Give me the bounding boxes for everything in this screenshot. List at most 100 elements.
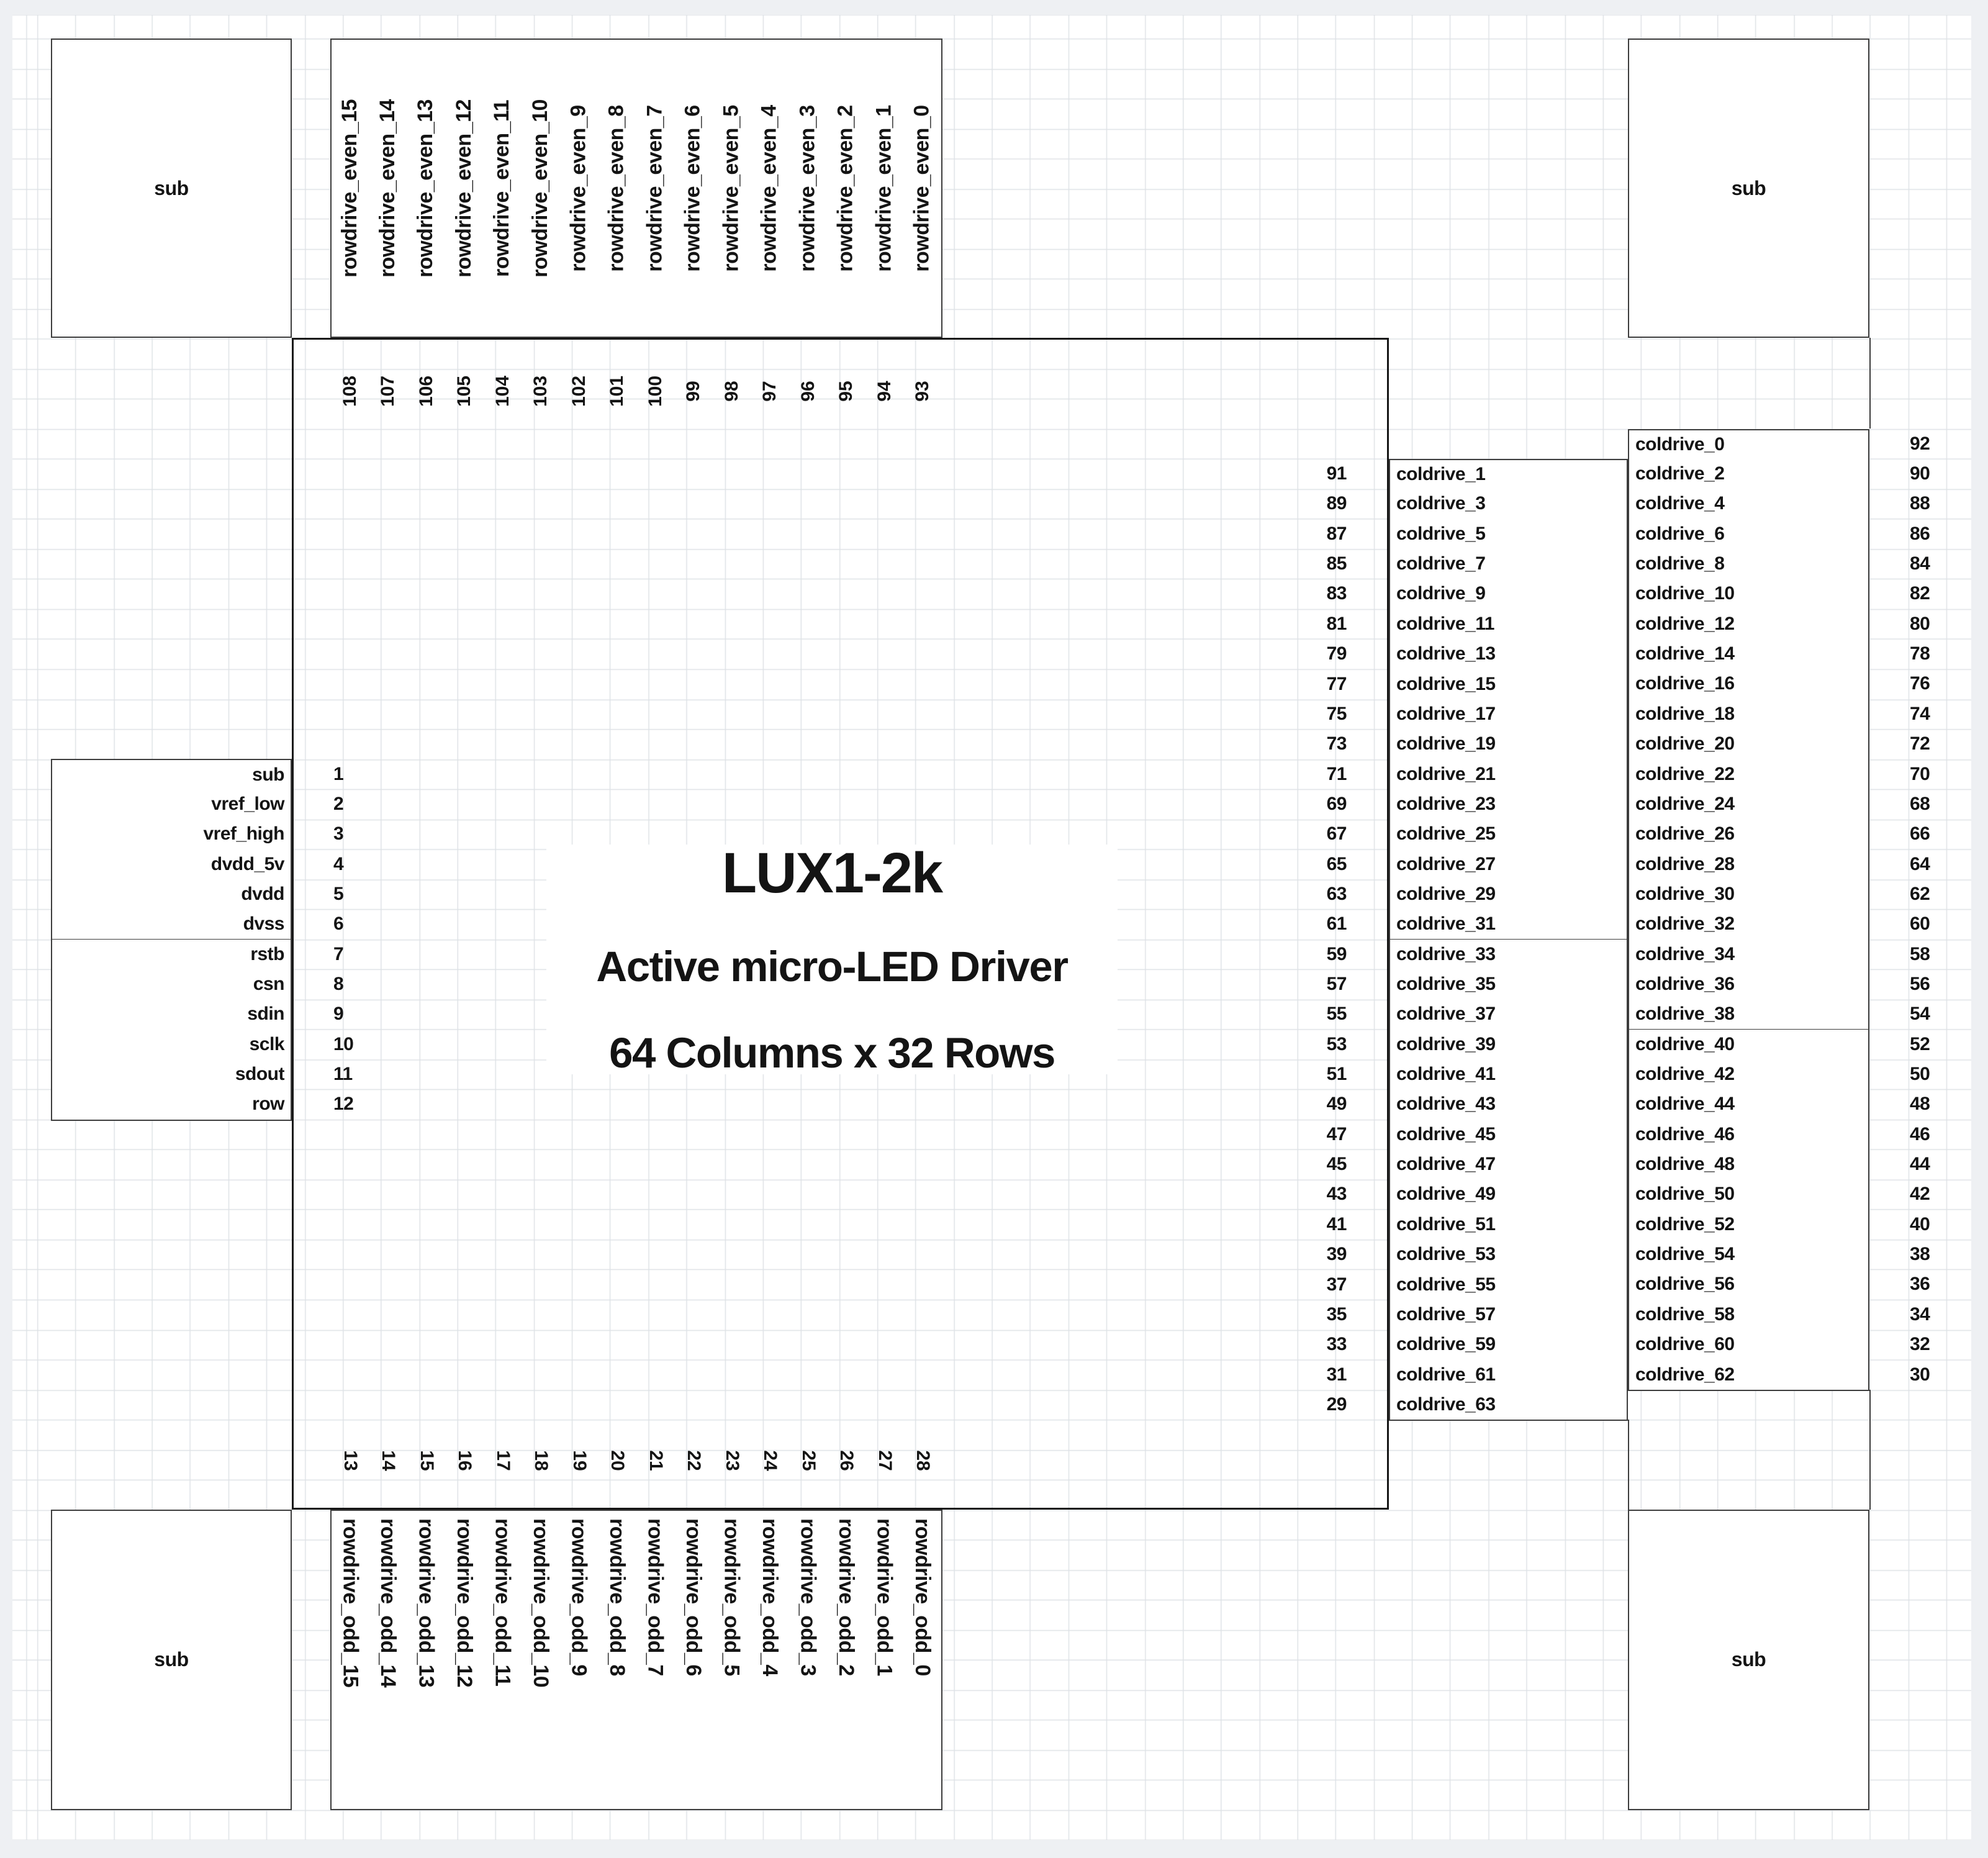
top-pin-label-cell[interactable]: rowdrive_even_13 xyxy=(407,39,446,338)
coldrive-odd-label-cell[interactable]: coldrive_5 xyxy=(1389,519,1628,550)
coldrive-even-label-cell[interactable]: coldrive_60 xyxy=(1628,1330,1869,1361)
coldrive-odd-label-cell[interactable]: coldrive_23 xyxy=(1389,789,1628,821)
coldrive-odd-label-cell[interactable]: coldrive_51 xyxy=(1389,1209,1628,1241)
coldrive-even-label-cell[interactable]: coldrive_54 xyxy=(1628,1239,1869,1271)
sub-box-top-right[interactable]: sub xyxy=(1628,39,1869,338)
coldrive-odd-label-cell[interactable]: coldrive_9 xyxy=(1389,579,1628,610)
coldrive-even-label-cell[interactable]: coldrive_44 xyxy=(1628,1089,1869,1121)
top-pin-label-cell[interactable]: rowdrive_even_7 xyxy=(636,39,675,338)
coldrive-odd-label-cell[interactable]: coldrive_3 xyxy=(1389,489,1628,520)
coldrive-even-label-cell[interactable]: coldrive_22 xyxy=(1628,759,1869,791)
left-pin-label-cell[interactable]: sdout xyxy=(51,1059,292,1091)
coldrive-even-label-cell[interactable]: coldrive_48 xyxy=(1628,1149,1869,1181)
coldrive-even-label-cell[interactable]: coldrive_30 xyxy=(1628,879,1869,911)
coldrive-even-label-cell[interactable]: coldrive_4 xyxy=(1628,489,1869,520)
top-pin-label-cell[interactable]: rowdrive_even_15 xyxy=(330,39,370,338)
coldrive-odd-label-cell[interactable]: coldrive_29 xyxy=(1389,879,1628,911)
coldrive-odd-label-cell[interactable]: coldrive_63 xyxy=(1389,1389,1628,1421)
bottom-pin-label-cell[interactable]: rowdrive_odd_5 xyxy=(712,1510,752,1810)
coldrive-odd-label-cell[interactable]: coldrive_19 xyxy=(1389,729,1628,761)
bottom-pin-label-cell[interactable]: rowdrive_odd_8 xyxy=(597,1510,637,1810)
bottom-pin-label-cell[interactable]: rowdrive_odd_3 xyxy=(788,1510,828,1810)
coldrive-even-label-cell[interactable]: coldrive_16 xyxy=(1628,669,1869,700)
top-pin-label-cell[interactable]: rowdrive_even_11 xyxy=(483,39,523,338)
left-pin-label-cell[interactable]: csn xyxy=(51,969,292,1001)
coldrive-odd-label-cell[interactable]: coldrive_33 xyxy=(1389,939,1628,971)
top-pin-label-cell[interactable]: rowdrive_even_10 xyxy=(521,39,561,338)
coldrive-even-label-cell[interactable]: coldrive_32 xyxy=(1628,909,1869,941)
left-pin-label-cell[interactable]: sub xyxy=(51,759,292,791)
bottom-pin-label-cell[interactable]: rowdrive_odd_15 xyxy=(330,1510,370,1810)
left-pin-label-cell[interactable]: dvss xyxy=(51,909,292,941)
left-pin-label-cell[interactable]: rstb xyxy=(51,939,292,971)
top-pin-label-cell[interactable]: rowdrive_even_2 xyxy=(826,39,866,338)
coldrive-odd-label-cell[interactable]: coldrive_57 xyxy=(1389,1299,1628,1331)
coldrive-odd-label-cell[interactable]: coldrive_39 xyxy=(1389,1029,1628,1061)
coldrive-odd-label-cell[interactable]: coldrive_7 xyxy=(1389,548,1628,581)
left-pin-label-cell[interactable]: vref_low xyxy=(51,789,292,821)
bottom-pin-label-cell[interactable]: rowdrive_odd_10 xyxy=(521,1510,561,1810)
coldrive-even-label-cell[interactable]: coldrive_6 xyxy=(1628,519,1869,550)
top-pin-label-cell[interactable]: rowdrive_even_12 xyxy=(445,39,484,338)
coldrive-even-label-cell[interactable]: coldrive_40 xyxy=(1628,1029,1869,1061)
top-pin-label-cell[interactable]: rowdrive_even_0 xyxy=(903,39,942,338)
bottom-pin-label-cell[interactable]: rowdrive_odd_0 xyxy=(903,1510,942,1810)
top-pin-label-cell[interactable]: rowdrive_even_5 xyxy=(712,39,752,338)
coldrive-odd-label-cell[interactable]: coldrive_61 xyxy=(1389,1359,1628,1391)
bottom-pin-label-cell[interactable]: rowdrive_odd_9 xyxy=(559,1510,599,1810)
left-pin-label-cell[interactable]: dvdd xyxy=(51,879,292,911)
coldrive-even-label-cell[interactable]: coldrive_28 xyxy=(1628,849,1869,881)
coldrive-odd-label-cell[interactable]: coldrive_21 xyxy=(1389,759,1628,791)
coldrive-odd-label-cell[interactable]: coldrive_27 xyxy=(1389,849,1628,881)
left-pin-label-cell[interactable]: sclk xyxy=(51,1029,292,1061)
sub-box-bottom-left[interactable]: sub xyxy=(51,1510,292,1810)
chip-title-block[interactable]: LUX1-2k Active micro-LED Driver 64 Colum… xyxy=(546,845,1118,1074)
coldrive-odd-label-cell[interactable]: coldrive_31 xyxy=(1389,909,1628,941)
coldrive-odd-label-cell[interactable]: coldrive_41 xyxy=(1389,1059,1628,1091)
top-pin-label-cell[interactable]: rowdrive_even_14 xyxy=(368,39,408,338)
coldrive-even-label-cell[interactable]: coldrive_34 xyxy=(1628,939,1869,971)
bottom-pin-label-cell[interactable]: rowdrive_odd_12 xyxy=(445,1510,484,1810)
top-pin-label-cell[interactable]: rowdrive_even_6 xyxy=(674,39,713,338)
coldrive-even-label-cell[interactable]: coldrive_10 xyxy=(1628,579,1869,610)
sub-box-top-left[interactable]: sub xyxy=(51,39,292,338)
coldrive-even-label-cell[interactable]: coldrive_20 xyxy=(1628,729,1869,761)
coldrive-even-label-cell[interactable]: coldrive_24 xyxy=(1628,789,1869,821)
bottom-pin-label-cell[interactable]: rowdrive_odd_14 xyxy=(368,1510,408,1810)
top-pin-label-cell[interactable]: rowdrive_even_3 xyxy=(788,39,828,338)
left-pin-label-cell[interactable]: row xyxy=(51,1089,292,1121)
coldrive-odd-label-cell[interactable]: coldrive_59 xyxy=(1389,1330,1628,1361)
coldrive-even-label-cell[interactable]: coldrive_18 xyxy=(1628,699,1869,730)
coldrive-odd-label-cell[interactable]: coldrive_47 xyxy=(1389,1149,1628,1181)
coldrive-odd-label-cell[interactable]: coldrive_43 xyxy=(1389,1089,1628,1121)
coldrive-odd-label-cell[interactable]: coldrive_49 xyxy=(1389,1179,1628,1211)
bottom-pin-label-cell[interactable]: rowdrive_odd_13 xyxy=(407,1510,446,1810)
coldrive-odd-label-cell[interactable]: coldrive_53 xyxy=(1389,1239,1628,1271)
coldrive-odd-label-cell[interactable]: coldrive_25 xyxy=(1389,819,1628,851)
bottom-pin-label-cell[interactable]: rowdrive_odd_1 xyxy=(865,1510,905,1810)
coldrive-odd-label-cell[interactable]: coldrive_11 xyxy=(1389,609,1628,640)
coldrive-even-label-cell[interactable]: coldrive_58 xyxy=(1628,1299,1869,1331)
coldrive-odd-label-cell[interactable]: coldrive_55 xyxy=(1389,1269,1628,1301)
coldrive-even-label-cell[interactable]: coldrive_8 xyxy=(1628,548,1869,581)
sub-box-bottom-right[interactable]: sub xyxy=(1628,1510,1869,1810)
coldrive-odd-label-cell[interactable]: coldrive_17 xyxy=(1389,699,1628,731)
coldrive-even-label-cell[interactable]: coldrive_42 xyxy=(1628,1059,1869,1091)
bottom-pin-label-cell[interactable]: rowdrive_odd_4 xyxy=(750,1510,790,1810)
coldrive-odd-label-cell[interactable]: coldrive_1 xyxy=(1389,458,1628,491)
coldrive-even-label-cell[interactable]: coldrive_12 xyxy=(1628,609,1869,640)
left-pin-label-cell[interactable]: dvdd_5v xyxy=(51,849,292,881)
coldrive-odd-label-cell[interactable]: coldrive_15 xyxy=(1389,669,1628,700)
coldrive-even-label-cell[interactable]: coldrive_52 xyxy=(1628,1209,1869,1241)
coldrive-even-label-cell[interactable]: coldrive_14 xyxy=(1628,638,1869,671)
coldrive-even-label-cell[interactable]: coldrive_36 xyxy=(1628,969,1869,1001)
bottom-pin-label-cell[interactable]: rowdrive_odd_11 xyxy=(483,1510,523,1810)
top-pin-label-cell[interactable]: rowdrive_even_8 xyxy=(597,39,637,338)
coldrive-even-label-cell[interactable]: coldrive_2 xyxy=(1628,458,1869,491)
top-pin-label-cell[interactable]: rowdrive_even_1 xyxy=(865,39,905,338)
left-pin-label-cell[interactable]: vref_high xyxy=(51,819,292,851)
coldrive-even-label-cell[interactable]: coldrive_50 xyxy=(1628,1179,1869,1211)
coldrive-even-label-cell[interactable]: coldrive_0 xyxy=(1628,428,1869,460)
bottom-pin-label-cell[interactable]: rowdrive_odd_2 xyxy=(826,1510,866,1810)
coldrive-even-label-cell[interactable]: coldrive_46 xyxy=(1628,1119,1869,1151)
